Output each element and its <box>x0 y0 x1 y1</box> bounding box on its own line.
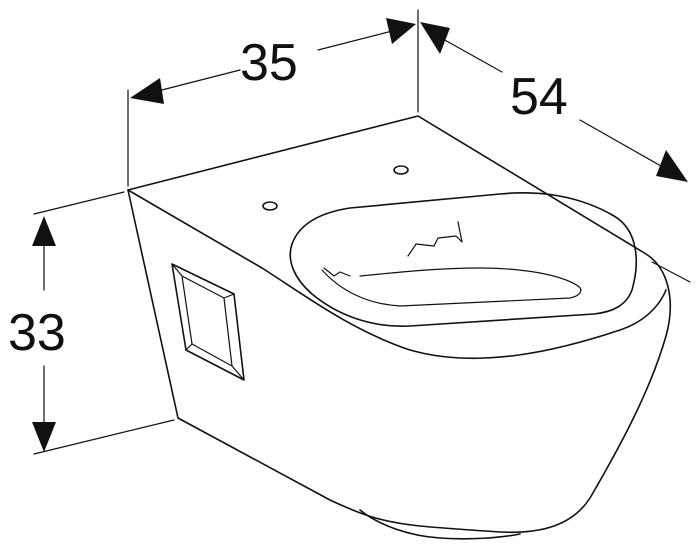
bowl-inner-opening <box>289 192 637 327</box>
depth-dimension-line-top <box>433 33 503 73</box>
side-recess-bevel <box>171 263 245 381</box>
width-value-label: 35 <box>240 34 298 92</box>
bowl-inner-ledge <box>407 221 463 257</box>
toilet-bowl <box>127 115 672 540</box>
width-dimension-line-left <box>149 69 241 94</box>
height-extension-top <box>33 191 125 215</box>
width-arrow-right <box>386 18 416 44</box>
depth-value-label: 54 <box>510 68 568 126</box>
seat-hole-right <box>393 165 409 175</box>
depth-extension-right <box>651 261 691 283</box>
width-arrow-left <box>130 78 164 104</box>
depth-arrow-top <box>420 22 450 54</box>
height-arrow-top <box>32 216 56 246</box>
bowl-base-curve <box>359 509 521 540</box>
seat-hole-left <box>262 201 278 211</box>
height-arrow-bottom <box>32 422 56 452</box>
bowl-rim-edge <box>127 189 667 360</box>
height-extension-bottom <box>33 419 175 455</box>
height-value-label: 33 <box>8 304 66 362</box>
width-dimension: 35 <box>127 9 419 187</box>
bowl-inner-ridge <box>323 267 351 277</box>
height-dimension: 33 <box>8 191 175 455</box>
depth-dimension-line-bottom <box>579 119 669 171</box>
bowl-outer-outline <box>127 115 672 534</box>
bowl-water-outline <box>321 267 582 307</box>
depth-dimension: 54 <box>420 22 691 283</box>
width-dimension-line-right <box>317 29 397 51</box>
depth-arrow-bottom <box>656 150 688 182</box>
